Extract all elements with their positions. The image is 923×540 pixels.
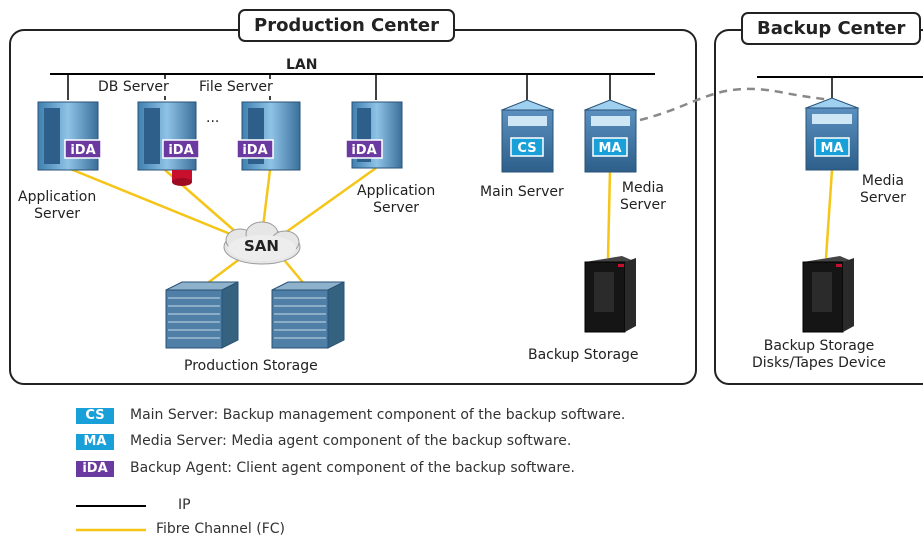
file-server-icon: iDA bbox=[236, 101, 301, 171]
legend-ida-text: Backup Agent: Client agent component of … bbox=[130, 460, 575, 476]
db-server-icon: iDA bbox=[137, 101, 200, 186]
lan-label: LAN bbox=[286, 57, 318, 73]
backup-storage-label: Backup Storage bbox=[528, 347, 639, 363]
legend-ip-label: IP bbox=[178, 497, 191, 513]
legend-fc-label: Fibre Channel (FC) bbox=[156, 521, 286, 537]
backup-center-storage-tower-icon bbox=[802, 256, 854, 333]
backup-media-server-icon: MA bbox=[804, 97, 860, 171]
backup-storage-tower-icon bbox=[584, 256, 636, 333]
main-server-icon: CS bbox=[500, 99, 555, 173]
svg-text:iDA: iDA bbox=[70, 143, 95, 158]
db-server-label: DB Server bbox=[96, 79, 171, 96]
app-server-left-icon: iDA bbox=[37, 101, 102, 171]
legend-cs-text: Main Server: Backup management component… bbox=[130, 407, 626, 423]
backup-center-storage-label: Backup Storage Disks/Tapes Device bbox=[752, 338, 887, 371]
legend-ma-badge: MA bbox=[76, 434, 114, 450]
backup-media-server-label: Media Server bbox=[860, 173, 906, 206]
media-server-icon: MA bbox=[583, 99, 638, 173]
main-server-label: Main Server bbox=[480, 184, 564, 200]
svg-text:iDA: iDA bbox=[242, 143, 267, 158]
wan-link bbox=[639, 87, 833, 122]
ellipsis-label: ... bbox=[206, 110, 220, 126]
production-storage-left-icon bbox=[165, 281, 239, 349]
production-storage-right-icon bbox=[271, 281, 345, 349]
legend-ma-text: Media Server: Media agent component of t… bbox=[130, 433, 572, 449]
svg-text:iDA: iDA bbox=[351, 143, 376, 158]
file-server-label: File Server bbox=[197, 79, 275, 96]
san-label: SAN bbox=[244, 237, 279, 255]
san-cloud-icon bbox=[223, 221, 301, 265]
legend-ida-badge: iDA bbox=[76, 461, 114, 477]
media-server-label: Media Server bbox=[620, 180, 666, 213]
svg-text:MA: MA bbox=[821, 141, 844, 156]
legend-cs-badge: CS bbox=[76, 408, 114, 424]
production-storage-label: Production Storage bbox=[184, 358, 318, 374]
app-server-right-icon: iDA bbox=[345, 101, 403, 169]
svg-text:MA: MA bbox=[599, 141, 622, 156]
svg-text:iDA: iDA bbox=[168, 143, 193, 158]
app-server-left-label: Application Server bbox=[18, 189, 97, 222]
svg-text:CS: CS bbox=[517, 141, 536, 156]
app-server-right-label: Application Server bbox=[357, 183, 436, 216]
production-center-title: Production Center bbox=[238, 9, 455, 42]
backup-center-title: Backup Center bbox=[741, 12, 922, 45]
